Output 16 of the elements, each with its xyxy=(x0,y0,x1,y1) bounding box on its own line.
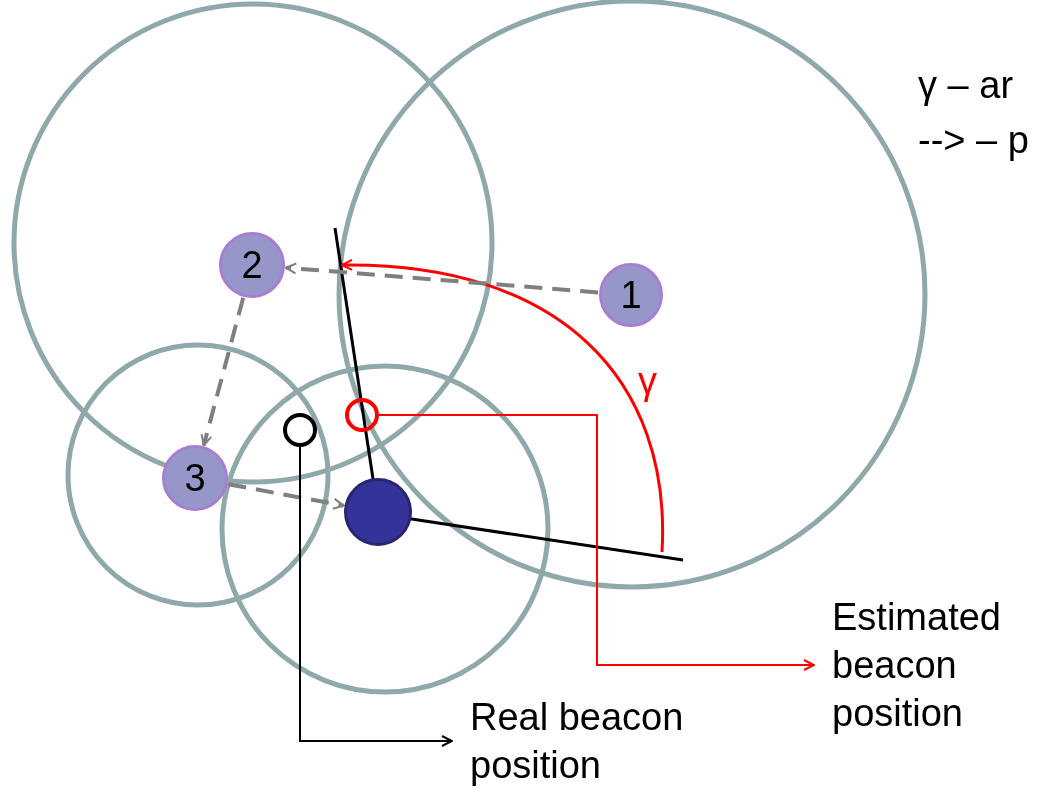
station-number: 2 xyxy=(241,245,263,285)
arrow xyxy=(284,262,599,295)
angle-label: γ xyxy=(638,359,657,404)
arrow xyxy=(378,414,815,671)
station-circle xyxy=(162,445,228,511)
station-number: 3 xyxy=(184,458,206,498)
legend-text: γ – ar xyxy=(918,63,1014,108)
legend-text: --> – p xyxy=(918,118,1029,163)
callout-text: Estimated beacon position xyxy=(814,593,1042,743)
position-marker xyxy=(345,398,379,432)
arrow xyxy=(228,482,345,510)
callout-text: Real beacon position xyxy=(452,693,770,793)
arrow xyxy=(299,446,453,747)
arrow xyxy=(200,297,246,447)
station-number: 1 xyxy=(620,275,642,315)
position-marker xyxy=(283,413,317,447)
